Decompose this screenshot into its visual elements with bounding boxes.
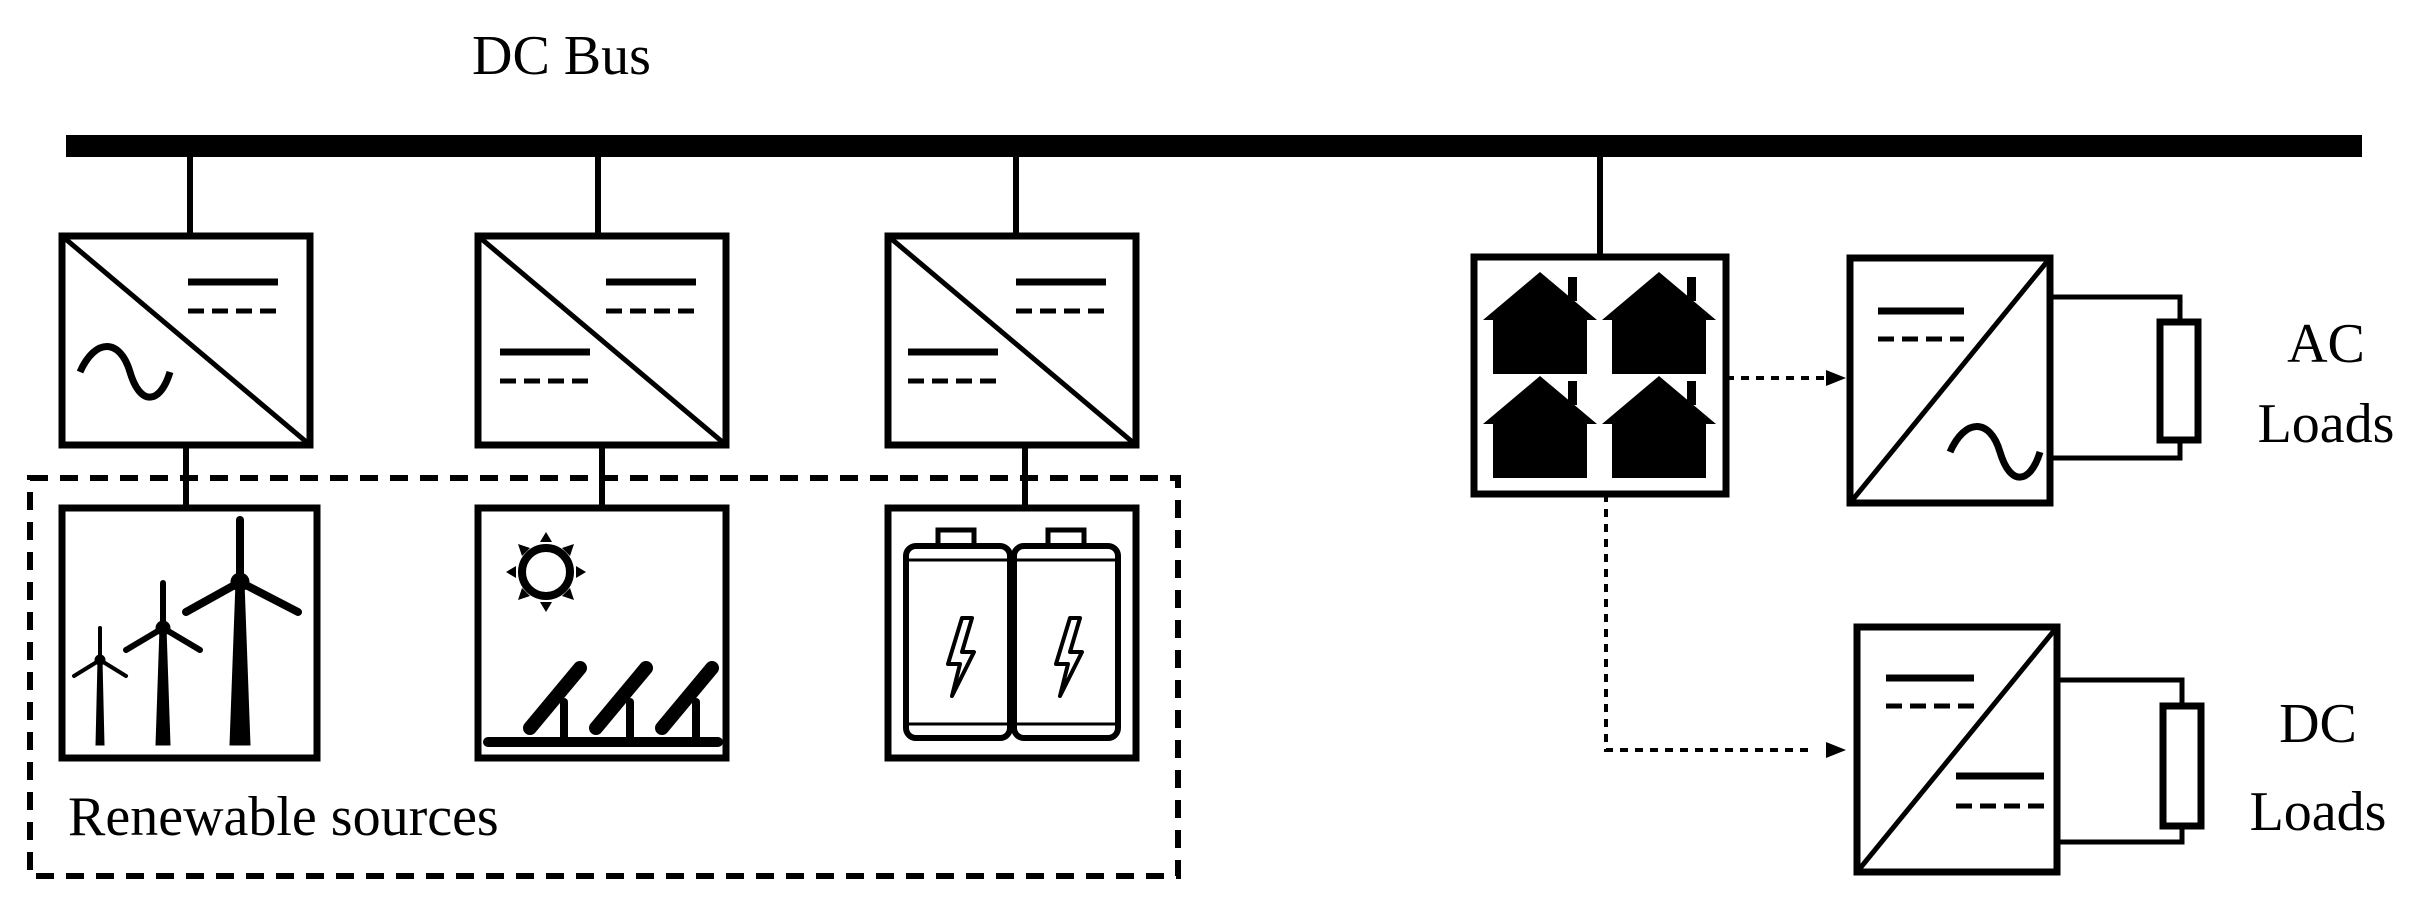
ac-load-converter — [1846, 254, 2054, 507]
solar-converter — [474, 232, 730, 449]
wind-turbine-icon — [72, 516, 302, 746]
houses-box — [1470, 253, 1730, 498]
renewable-sources-group — [27, 475, 1181, 879]
lightning-icon — [946, 616, 976, 698]
ac-loads-label-line1: AC — [2287, 313, 2365, 375]
battery-converter — [884, 232, 1140, 449]
battery-icon — [903, 527, 1121, 741]
arrow-head — [1826, 370, 1846, 386]
wind-converter — [58, 232, 314, 449]
ac-load-resistor — [2050, 294, 2202, 461]
house-icon-group — [1483, 272, 1716, 478]
sine-wave-icon — [76, 343, 174, 401]
ac-loads-label-line2: Loads — [2258, 393, 2395, 455]
renewable-sources-label: Renewable sources — [68, 786, 499, 848]
solar-panels-box — [474, 504, 730, 762]
wind-turbines-box — [58, 504, 321, 762]
battery-box — [884, 504, 1140, 762]
dc-load-resistor — [2057, 677, 2205, 845]
dc-load-converter — [1853, 623, 2061, 876]
dc-loads-label-line2: Loads — [2250, 781, 2387, 843]
sun-icon — [506, 532, 586, 612]
dc-bus-label: DC Bus — [472, 25, 651, 87]
arrow-head — [1826, 742, 1846, 758]
flow-arrows — [1604, 376, 1828, 752]
solar-panel-icon — [483, 661, 723, 747]
dc-bus-bar — [66, 135, 2362, 157]
lightning-icon — [1054, 616, 1084, 698]
sine-wave-icon — [1946, 423, 2044, 481]
dc-loads-label-line1: DC — [2279, 693, 2357, 755]
